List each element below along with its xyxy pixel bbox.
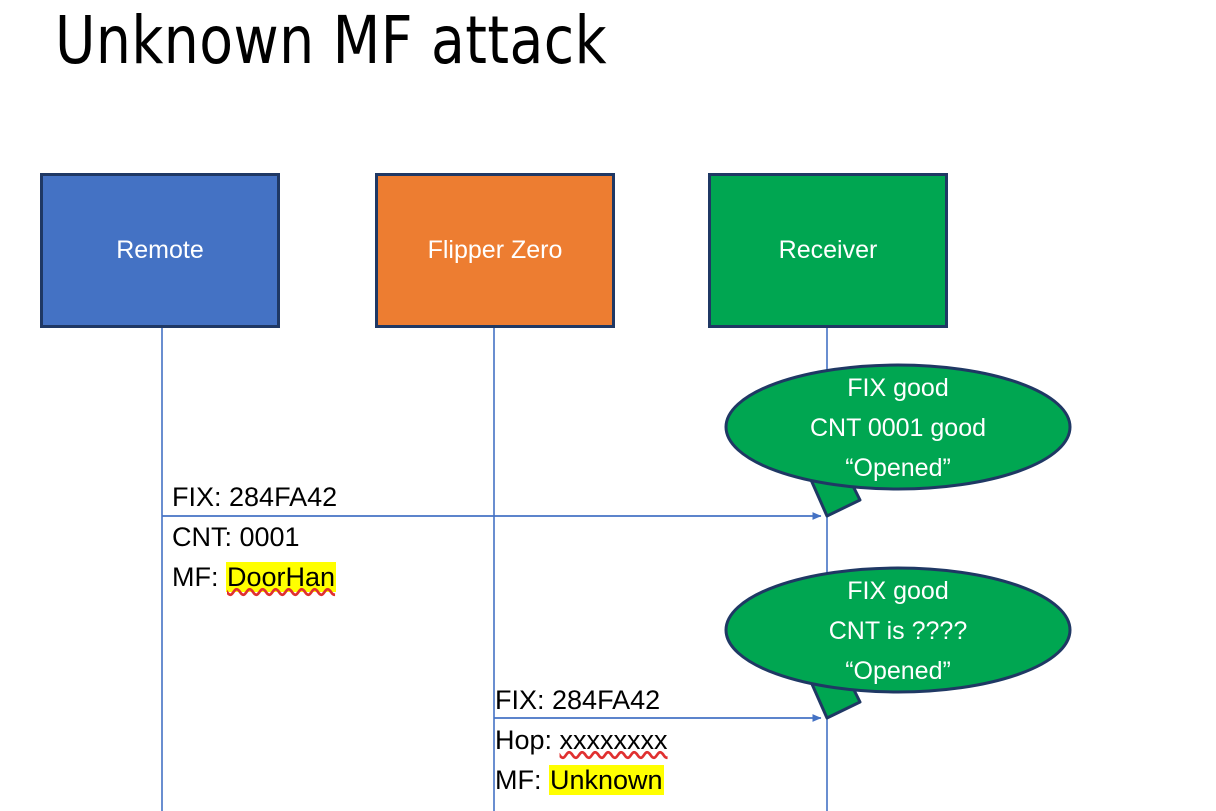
message-field-label: FIX: (495, 685, 553, 715)
message-field-value: xxxxxxxx (559, 725, 668, 755)
message-field-value: 0001 (239, 522, 300, 552)
speech-bubble-1 (724, 363, 1072, 518)
message-field-label: MF: (495, 765, 549, 795)
message-field-value: DoorHan (226, 562, 337, 592)
message-1-line-3: MF: DoorHan (172, 557, 337, 597)
message-field-label: Hop: (495, 725, 560, 755)
message-field-label: MF: (172, 562, 226, 592)
actor-box-flipper-zero[interactable]: Flipper Zero (375, 173, 615, 328)
message-1-line-1: FIX: 284FA42 (172, 477, 337, 517)
message-field-value: 284FA42 (552, 685, 661, 715)
speech-bubble-2 (724, 566, 1072, 720)
actor-label-receiver: Receiver (778, 236, 878, 264)
message-field-value: Unknown (549, 765, 664, 795)
actor-label-flipper-zero: Flipper Zero (427, 236, 563, 264)
message-2-line-1: FIX: 284FA42 (495, 680, 668, 720)
message-2-line-3: MF: Unknown (495, 760, 668, 800)
message-field-label: CNT: (172, 522, 240, 552)
message-field-label: FIX: (172, 482, 230, 512)
message-1-line-2: CNT: 0001 (172, 517, 337, 557)
actor-box-receiver[interactable]: Receiver (708, 173, 948, 328)
page-title: Unknown MF attack (55, 2, 608, 79)
message-field-value: 284FA42 (229, 482, 338, 512)
message-2-line-2: Hop: xxxxxxxx (495, 720, 668, 760)
actor-box-remote[interactable]: Remote (40, 173, 280, 328)
actor-label-remote: Remote (116, 236, 204, 264)
